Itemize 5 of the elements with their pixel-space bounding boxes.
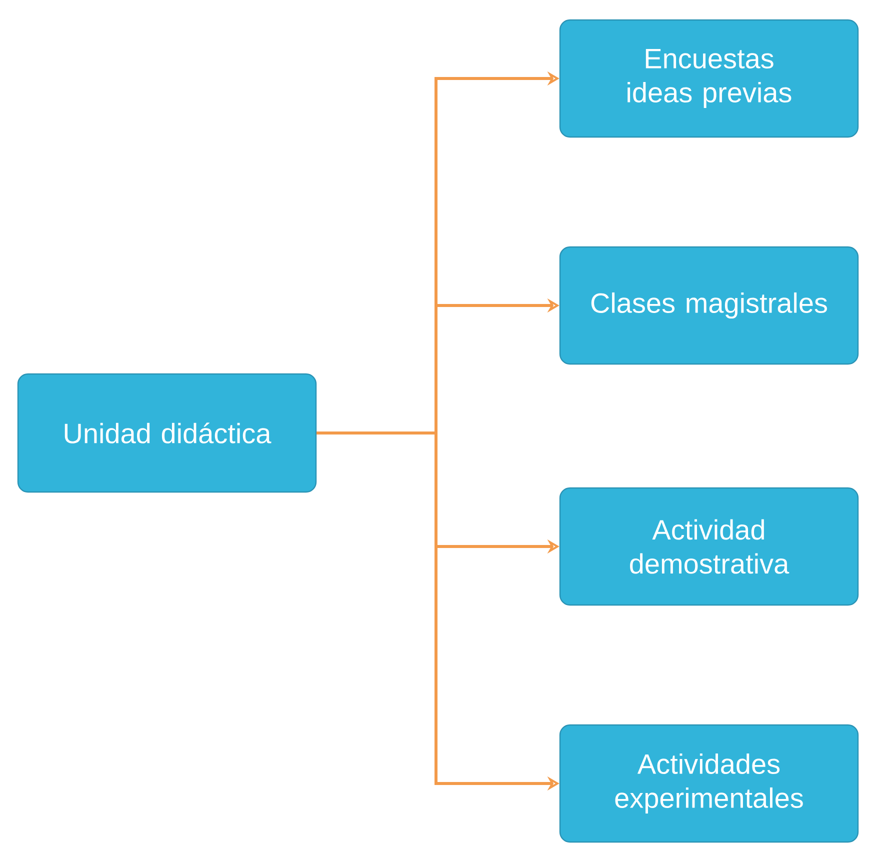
process-box: Unidad didáctica xyxy=(17,373,317,493)
process-box: Encuestas ideas previas xyxy=(559,19,859,138)
process-box: Actividad demostrativa xyxy=(559,487,859,606)
process-box: Actividades experimentales xyxy=(559,724,859,843)
process-box: Clases magistrales xyxy=(559,246,859,365)
